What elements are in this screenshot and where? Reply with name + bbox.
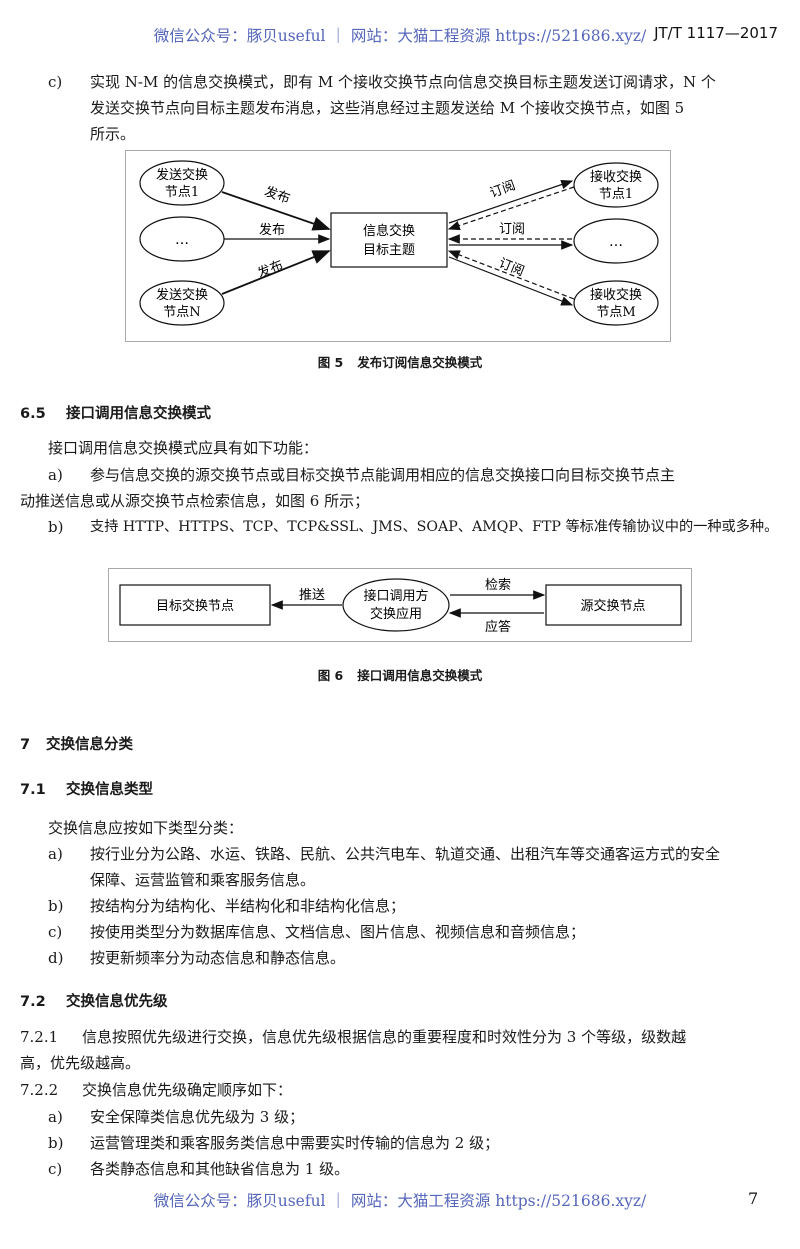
paragraph-line: 安全保障类信息优先级为 3 级；: [90, 1108, 305, 1126]
paragraph-line: 按行业分为公路、水运、铁路、民航、公共汽电车、轨道交通、出租汽车等交通客运方式的…: [90, 845, 721, 863]
publish-label: 发布: [259, 222, 285, 238]
figure-6-caption: 图 6 接口调用信息交换模式: [0, 665, 800, 684]
section-heading-7-2: 7.2 交换信息优先级: [20, 990, 168, 1011]
watermark-footer: 微信公众号：豚贝useful ｜ 网站：大猫工程资源 https://52168…: [153, 1192, 647, 1210]
subscribe-arrow: [447, 250, 575, 300]
paragraph-line: 支持 HTTP、HTTPS、TCP、TCP&SSL、JMS、SOAP、AMQP、…: [90, 519, 779, 535]
receiver-node-m-label: 接收交换: [590, 287, 642, 303]
publish-arrow: [221, 250, 331, 295]
watermark-header: 微信公众号：豚贝useful ｜ 网站：大猫工程资源 https://52168…: [153, 27, 647, 45]
receiver-node-m: [573, 280, 659, 326]
list-marker-a: a): [48, 845, 63, 863]
sender-node-1-label: 发送交换: [156, 167, 208, 183]
ellipsis-label: …: [175, 232, 189, 248]
source-node-box: [545, 584, 682, 626]
respond-label: 应答: [485, 619, 511, 635]
figure-5-frame: 发送交换 节点1 … 发送交换 节点N 信息交换 目标主题 发布 发布 发布 订…: [125, 150, 671, 342]
push-label: 推送: [299, 588, 325, 603]
target-node-box: [119, 584, 271, 626]
section-number: 7: [20, 737, 31, 753]
section-heading-6-5: 6.5 接口调用信息交换模式: [20, 402, 211, 423]
ellipsis-label: …: [609, 234, 623, 250]
section-title: 交换信息优先级: [66, 994, 168, 1010]
list-marker-c: c): [48, 923, 63, 941]
paragraph-line: 所示。: [90, 125, 136, 143]
target-topic-box: [330, 212, 448, 268]
publish-label: 发布: [262, 183, 292, 207]
paragraph-line: 交换信息应按如下类型分类：: [48, 819, 244, 837]
receiver-node-ellipsis: [573, 218, 659, 264]
list-marker-b: b): [48, 1134, 64, 1152]
caption-title: 发布订阅信息交换模式: [357, 355, 483, 370]
sender-node-1-label: 节点1: [165, 185, 199, 200]
caller-app-label: 接口调用方: [363, 588, 428, 604]
sender-node-n-label: 节点N: [163, 305, 200, 320]
caption-number: 图 5: [317, 355, 344, 370]
deliver-arrow: [448, 179, 574, 224]
list-marker-d: d): [48, 949, 64, 967]
figure-6-diagram: 目标交换节点 接口调用方 交换应用 源交换节点 推送 检索 应答: [119, 578, 682, 635]
paragraph-line: 实现 N-M 的信息交换模式，即有 M 个接收交换节点向信息交换目标主题发送订阅…: [90, 73, 716, 91]
paragraph-line: 发送交换节点向目标主题发布消息，这些消息经过主题发送给 M 个接收交换节点，如图…: [90, 99, 685, 117]
paragraph-line: 按使用类型分为数据库信息、文档信息、图片信息、视频信息和音频信息；: [90, 923, 586, 941]
target-node-label: 目标交换节点: [156, 598, 234, 614]
section-title: 交换信息类型: [66, 782, 153, 798]
caption-title: 接口调用信息交换模式: [357, 668, 483, 683]
figure-5-caption: 图 5 发布订阅信息交换模式: [0, 352, 800, 371]
paragraph-line: 参与信息交换的源交换节点或目标交换节点能调用相应的信息交换接口向目标交换节点主: [90, 466, 676, 484]
subscribe-label: 订阅: [488, 178, 518, 201]
section-title: 交换信息分类: [46, 737, 133, 753]
standard-number: JT/T 1117—2017: [654, 24, 778, 42]
paragraph-line: 运营管理类和乘客服务类信息中需要实时传输的信息为 2 级；: [90, 1134, 500, 1152]
caption-number: 图 6: [317, 668, 344, 683]
paragraph-line: 动推送信息或从源交换节点检索信息，如图 6 所示；: [20, 492, 370, 510]
paragraph-line: 按结构分为结构化、半结构化和非结构化信息；: [90, 897, 406, 915]
list-marker-c: c): [48, 73, 63, 91]
paragraph-line: 高，优先级越高。: [20, 1054, 141, 1072]
figure-5-diagram: 发送交换 节点1 … 发送交换 节点N 信息交换 目标主题 发布 发布 发布 订…: [139, 160, 659, 326]
list-marker-b: b): [48, 518, 64, 536]
caller-app-label: 交换应用: [370, 606, 422, 622]
receiver-node-m-label: 节点M: [596, 305, 635, 320]
section-number: 7.2: [20, 994, 46, 1010]
paragraph-line: 交换信息优先级确定顺序如下：: [82, 1081, 293, 1099]
paragraph-line: 按更新频率分为动态信息和静态信息。: [90, 949, 346, 967]
list-marker-a: a): [48, 466, 63, 484]
receiver-node-1-label: 接收交换: [590, 169, 642, 185]
target-topic-label: 目标主题: [363, 243, 415, 258]
figure-6-frame: 目标交换节点 接口调用方 交换应用 源交换节点 推送 检索 应答: [108, 568, 692, 642]
clause-number: 7.2.1: [20, 1028, 59, 1046]
paragraph-line: 各类静态信息和其他缺省信息为 1 级。: [90, 1160, 350, 1178]
section-title: 接口调用信息交换模式: [66, 406, 211, 422]
list-marker-b: b): [48, 897, 64, 915]
section-number: 6.5: [20, 406, 46, 422]
receiver-node-1: [573, 162, 659, 208]
publish-label: 发布: [255, 257, 285, 282]
publish-arrow: [221, 191, 331, 231]
sender-node-1: [139, 160, 225, 206]
section-heading-7-1: 7.1 交换信息类型: [20, 778, 153, 799]
sender-node-n: [139, 280, 225, 326]
source-node-label: 源交换节点: [580, 598, 645, 614]
deliver-arrow: [448, 256, 574, 306]
page-number: 7: [748, 1189, 759, 1208]
paragraph-line: 接口调用信息交换模式应具有如下功能：: [48, 439, 319, 457]
subscribe-label: 订阅: [496, 256, 526, 280]
paragraph-line: 保障、运营监管和乘客服务信息。: [90, 871, 316, 889]
retrieve-label: 检索: [485, 578, 511, 593]
section-heading-7: 7 交换信息分类: [20, 733, 133, 754]
subscribe-arrow: [447, 186, 575, 231]
section-number: 7.1: [20, 782, 46, 798]
list-marker-c: c): [48, 1160, 63, 1178]
target-topic-label: 信息交换: [363, 223, 415, 239]
clause-number: 7.2.2: [20, 1081, 59, 1099]
subscribe-label: 订阅: [499, 222, 525, 237]
paragraph-line: 信息按照优先级进行交换，信息优先级根据信息的重要程度和时效性分为 3 个等级，级…: [82, 1028, 687, 1046]
caller-app-node: [342, 578, 450, 632]
sender-node-n-label: 发送交换: [156, 287, 208, 303]
list-marker-a: a): [48, 1108, 63, 1126]
receiver-node-1-label: 节点1: [599, 187, 633, 202]
